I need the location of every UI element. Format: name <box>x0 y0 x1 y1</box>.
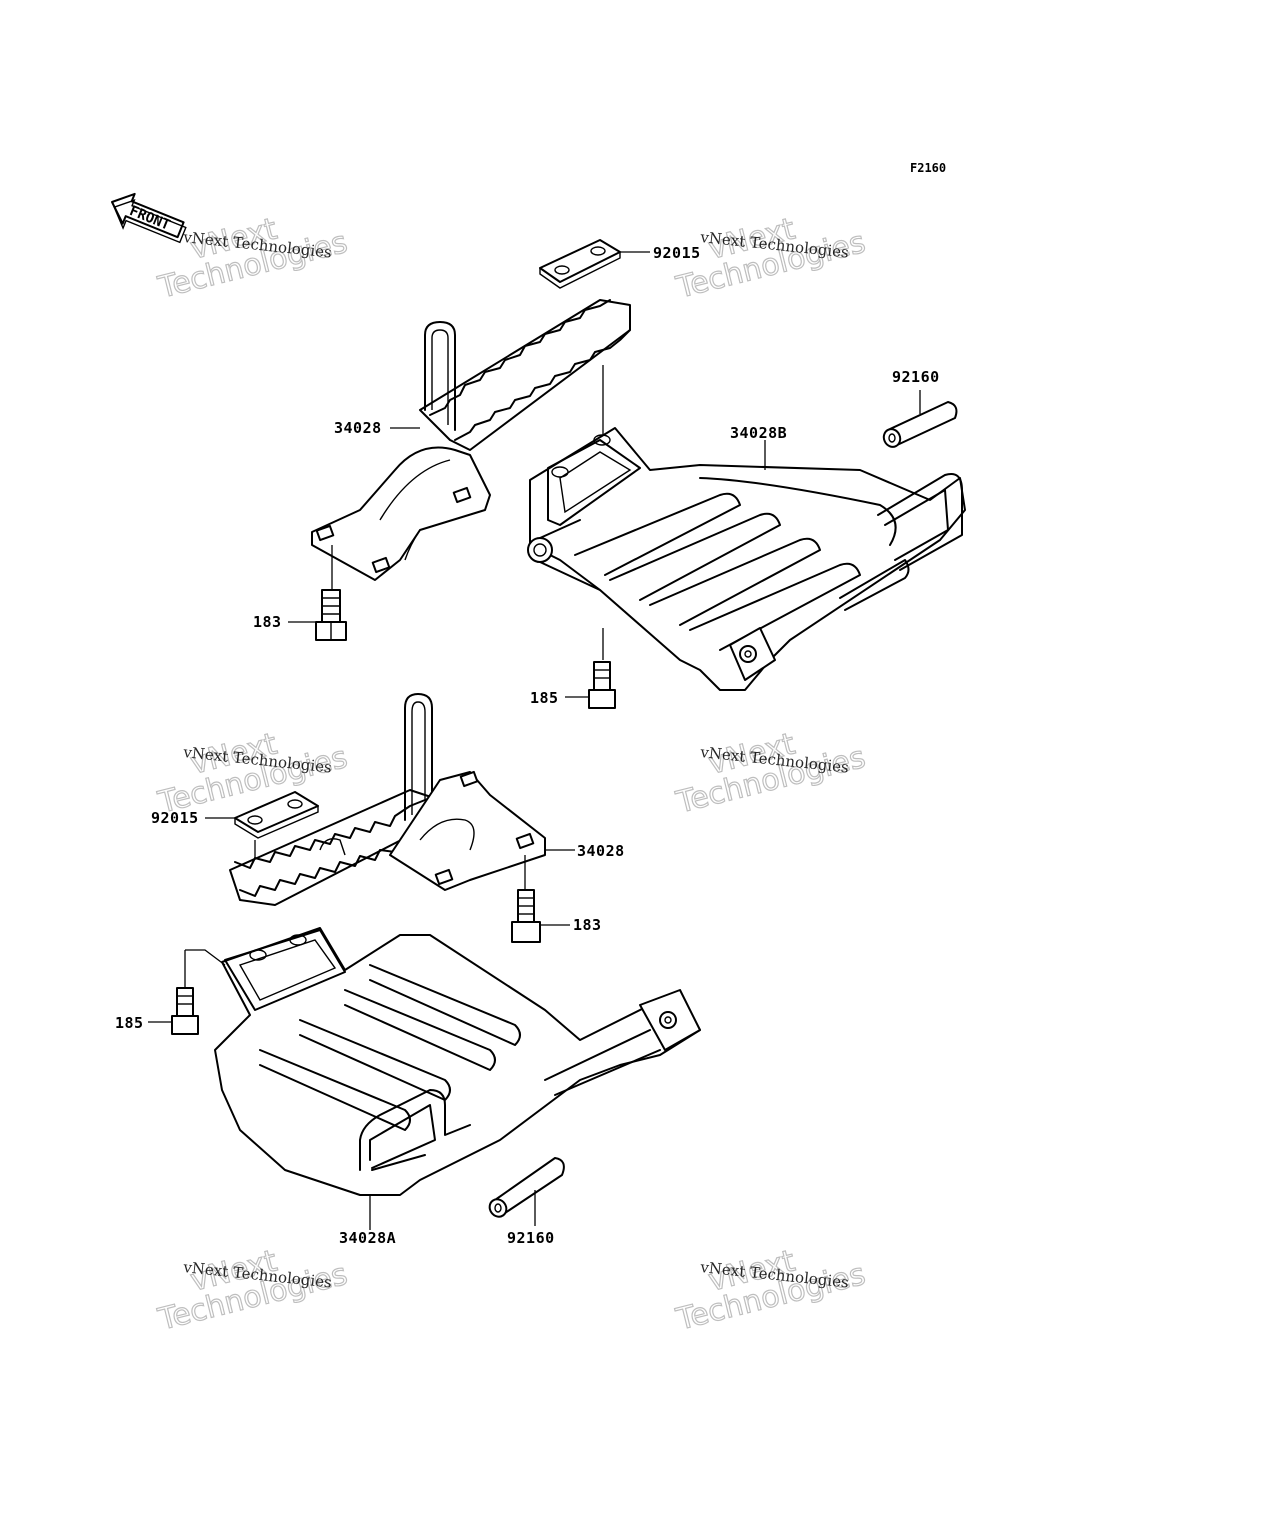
label-92160-top: 92160 <box>892 368 940 386</box>
label-92015-bottom: 92015 <box>151 809 199 827</box>
label-183-bottom: 183 <box>573 916 602 934</box>
label-34028A: 34028A <box>339 1229 396 1247</box>
part-185-bottom-bolt-drawing <box>148 949 226 1035</box>
part-183-top-bolt-drawing <box>288 589 347 641</box>
part-34028-bottom-drawing <box>229 693 575 906</box>
label-183-top: 183 <box>253 613 282 631</box>
part-92015-bottom-drawing <box>205 791 319 860</box>
label-34028-bottom: 34028 <box>577 842 625 860</box>
label-185-top: 185 <box>530 689 559 707</box>
part-92160-top-drawing <box>882 390 958 448</box>
part-92015-top-drawing <box>539 239 650 289</box>
part-34028A-footboard-drawing <box>214 927 701 1230</box>
part-183-bottom-bolt-drawing <box>511 889 570 943</box>
label-92160-bottom: 92160 <box>507 1229 555 1247</box>
label-34028-top: 34028 <box>334 419 382 437</box>
figure-code: F2160 <box>910 161 946 175</box>
part-34028B-footboard-drawing <box>527 427 966 691</box>
part-34028-top-drawing <box>311 299 631 590</box>
part-92160-bottom-drawing <box>488 1157 565 1226</box>
part-185-top-bolt-drawing <box>565 661 616 709</box>
label-92015-top: 92015 <box>653 244 701 262</box>
label-185-bottom: 185 <box>115 1014 144 1032</box>
front-arrow-icon: FRONT <box>111 192 187 244</box>
label-34028B: 34028B <box>730 424 787 442</box>
